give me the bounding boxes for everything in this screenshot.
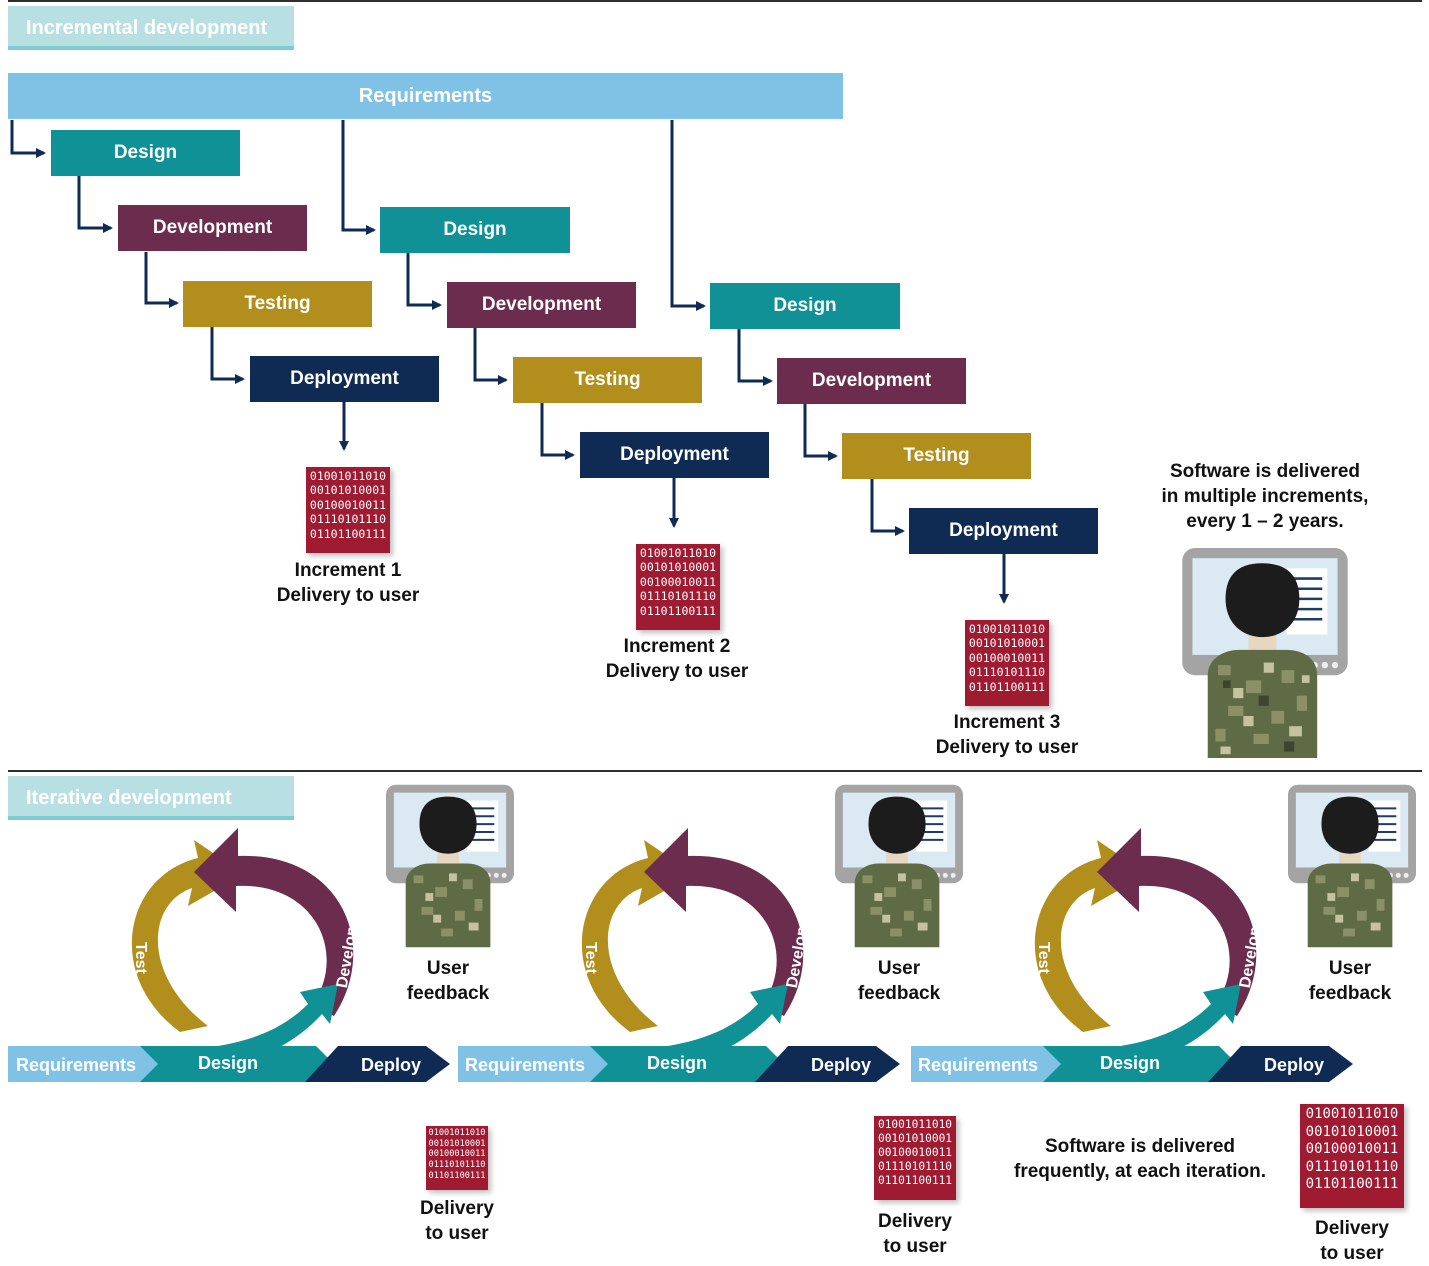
cycle-1-design-label: Design [198,1053,258,1073]
inc3-development-box: Development [777,358,966,404]
cycle-1-delivery-caption: Delivery to user [397,1196,517,1246]
soldier-at-monitor-icon [835,784,963,948]
iterative-section-title: Iterative development [8,776,294,820]
cycle-3-deploy-arrow [1208,1046,1353,1082]
cycle-3-design-arrow [1043,1046,1237,1082]
delivery-line: to user [425,1223,489,1244]
note-line: frequently, at each iteration. [1014,1161,1266,1182]
requirements-bar: Requirements [8,73,843,119]
feedback-line: feedback [857,983,941,1004]
increment-label: Increment 3 [953,712,1061,733]
cycle-1-requirements-label: Requirements [16,1055,136,1075]
note-line: every 1 – 2 years. [1186,511,1344,532]
delivery-label: Delivery to user [276,585,420,606]
inc1-design-box: Design [51,130,240,176]
increment-label: Increment 2 [623,636,731,657]
increment-1-caption: Increment 1 Delivery to user [248,558,448,608]
cycle-3-requirements-label: Requirements [918,1055,1038,1075]
feedback-line: User [1328,958,1372,979]
increment-2-caption: Increment 2 Delivery to user [577,634,777,684]
cycle-2-delivery-caption: Delivery to user [855,1209,975,1259]
cycle-2-requirements-label: Requirements [465,1055,585,1075]
inc2-deployment-box: Deployment [580,432,769,478]
feedback-line: User [877,958,921,979]
cycle-1-deploy-arrow [305,1046,450,1082]
top-rule [8,0,1422,2]
delivery-line: Delivery [420,1198,494,1219]
cycle-2-deploy-label: Deploy [811,1055,871,1075]
note-line: Software is delivered [1044,1136,1236,1157]
note-line: in multiple increments, [1161,486,1369,507]
increment-label: Increment 1 [294,560,402,581]
delivery-label: Delivery to user [605,661,749,682]
cycle-2-deploy-arrow [755,1046,900,1082]
cycle-1-deploy-label: Deploy [361,1055,421,1075]
delivery-line: to user [1320,1243,1384,1264]
delivery-label: Delivery to user [935,737,1079,758]
feedback-line: feedback [1308,983,1392,1004]
cycle-2-requirements-arrow [458,1046,610,1082]
cycle-1-requirements-arrow [8,1046,160,1082]
cycle-2-design-label: Design [647,1053,707,1073]
cycle-3-test-label: Test [1035,942,1052,974]
incremental-section-title: Incremental development [8,6,294,50]
cycle-2-ring [581,828,804,1076]
inc2-testing-box: Testing [513,357,702,403]
incremental-note: Software is delivered in multiple increm… [1130,459,1400,534]
delivery-line: to user [883,1236,947,1257]
cycle-1-feedback-label: User feedback [380,956,516,1006]
iterative-note: Software is delivered frequently, at eac… [990,1134,1290,1184]
note-line: Software is delivered [1169,461,1361,482]
inc1-development-box: Development [118,205,307,251]
inc1-deployment-box: Deployment [250,356,439,402]
inc2-development-box: Development [447,282,636,328]
increment-3-caption: Increment 3 Delivery to user [907,710,1107,760]
cycle-3-feedback-label: User feedback [1282,956,1418,1006]
inc3-design-box: Design [710,283,900,329]
cycle-1-test-label: Test [132,942,149,974]
inc1-testing-box: Testing [183,281,372,327]
cycle-3-ring [1034,828,1257,1076]
feedback-line: feedback [406,983,490,1004]
cycle-3-delivery-caption: Delivery to user [1292,1216,1412,1266]
cycle-2-test-label: Test [582,942,599,974]
cycle-3-deploy-label: Deploy [1264,1055,1324,1075]
inc3-testing-box: Testing [842,433,1031,479]
inc2-design-box: Design [380,207,570,253]
cycle-1-design-arrow [140,1046,334,1082]
soldier-at-monitor-icon [386,784,514,948]
cycle-3-requirements-arrow [911,1046,1063,1082]
cycle-1-ring [131,828,354,1076]
delivery-line: Delivery [1315,1218,1389,1239]
feedback-line: User [426,958,470,979]
inc3-deployment-box: Deployment [909,508,1098,554]
delivery-line: Delivery [878,1211,952,1232]
soldier-at-monitor-icon [1288,784,1416,948]
middle-rule [8,770,1422,772]
cycle-2-feedback-label: User feedback [831,956,967,1006]
cycle-3-design-label: Design [1100,1053,1160,1073]
soldier-at-monitor-icon [1182,548,1348,758]
cycle-2-design-arrow [590,1046,784,1082]
